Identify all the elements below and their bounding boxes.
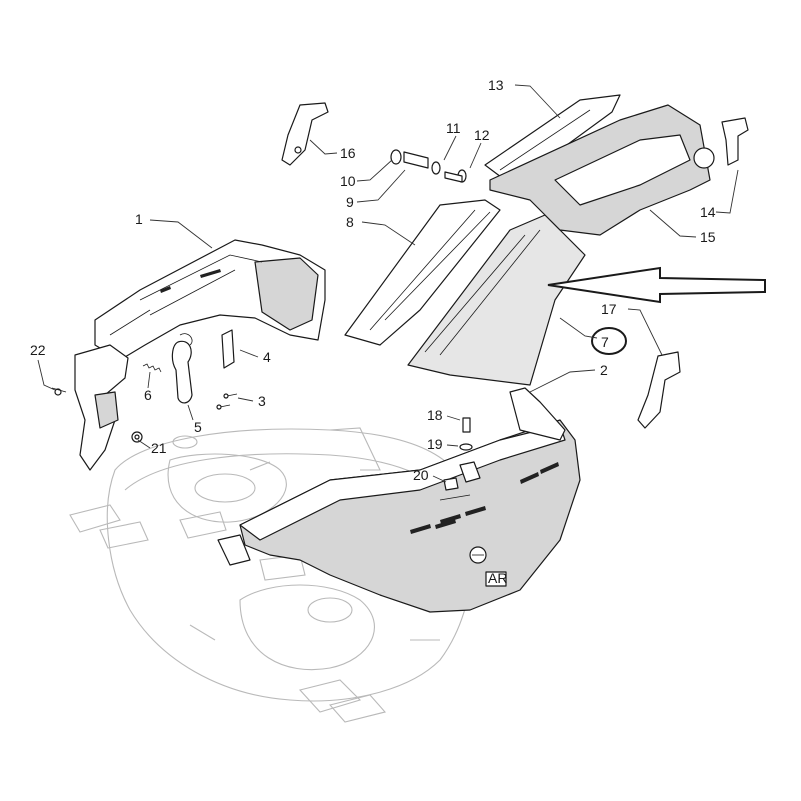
cover-hardware xyxy=(443,417,481,491)
callout-13: 13 xyxy=(488,77,504,93)
callout-14: 14 xyxy=(700,204,716,220)
part-1-left-cover xyxy=(94,239,326,361)
part-16-bracket xyxy=(281,102,329,166)
small-hardware xyxy=(131,329,238,443)
callout-12: 12 xyxy=(474,127,490,143)
callout-7: 7 xyxy=(601,334,609,350)
callout-4: 4 xyxy=(263,349,271,365)
callout-labels: 1 2 3 4 5 6 7 8 9 10 11 12 13 14 15 16 1… xyxy=(30,77,716,483)
callout-20: 20 xyxy=(413,467,429,483)
callout-21: 21 xyxy=(151,440,167,456)
callout-11: 11 xyxy=(446,120,461,136)
callout-15: 15 xyxy=(700,229,716,245)
part-15-chute xyxy=(489,104,715,236)
part-2-main-cover: AR xyxy=(217,387,581,613)
callout-7-highlight xyxy=(591,327,627,355)
callout-22: 22 xyxy=(30,342,46,358)
callout-8: 8 xyxy=(346,214,354,230)
callout-2: 2 xyxy=(600,362,608,378)
callout-19: 19 xyxy=(427,436,443,452)
part-14-bracket xyxy=(721,117,749,166)
callout-6: 6 xyxy=(144,387,152,403)
callout-18: 18 xyxy=(427,407,443,423)
callout-9: 9 xyxy=(346,194,354,210)
part-7-flap xyxy=(407,214,586,386)
ghost-mower-deck xyxy=(69,427,475,723)
pointer-arrow xyxy=(547,266,766,304)
callout-10: 10 xyxy=(340,173,356,189)
callout-1: 1 xyxy=(135,211,143,227)
leader-lines xyxy=(37,84,739,483)
part-17-bracket xyxy=(637,351,681,429)
part-8-flap xyxy=(344,199,501,346)
callout-3: 3 xyxy=(258,393,266,409)
pin-hardware xyxy=(390,149,467,183)
callout-16: 16 xyxy=(340,145,356,161)
part-22-latch-bracket xyxy=(51,344,129,471)
brand-logo: AR xyxy=(488,570,507,586)
callout-5: 5 xyxy=(194,419,202,435)
callout-17: 17 xyxy=(601,301,617,317)
